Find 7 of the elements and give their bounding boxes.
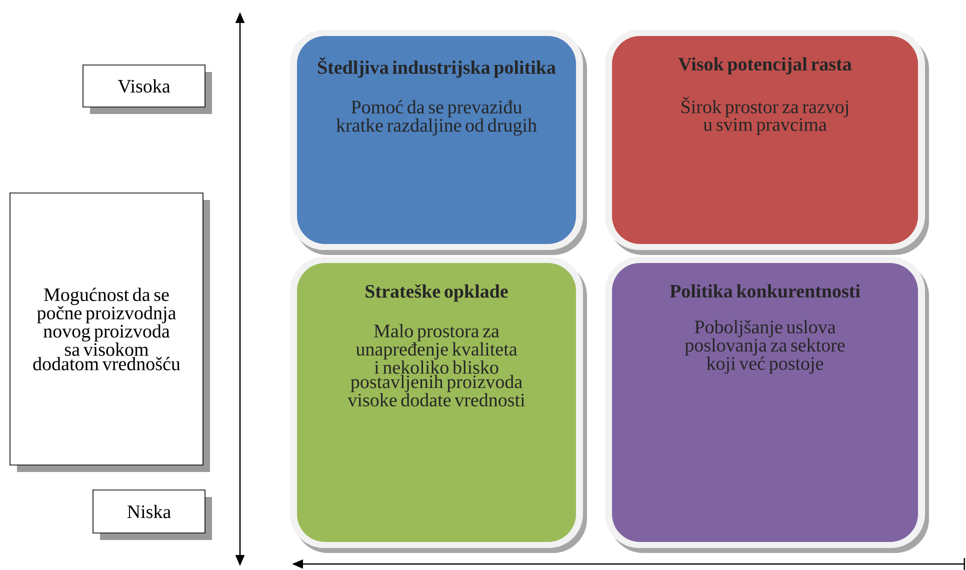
label-box: Niska	[92, 490, 212, 540]
quadrant-box: Politika konkurentnosti Poboljšanje uslova poslovanja za sektore koji već postoje	[605, 257, 930, 553]
label-box: Mogućnost da se počne proizvodnja novog proizvoda sa visokom dodatom vrednošću	[10, 192, 210, 472]
quadrant-box: Visok potencijal rasta Širok prostor za razvoj u svim pravcima	[605, 30, 930, 255]
quadrant-box: Strateške opklade Malo prostora za unapređenje kvaliteta i nekoliko blisko postavljenih proizvoda visoke dodate vrednosti	[290, 257, 587, 553]
label-box: Visoka	[82, 64, 212, 114]
quadrant-box: Štedljiva industrijska politika Pomoć da se prevaziđu kratke razdaljine od drugih	[290, 30, 587, 255]
